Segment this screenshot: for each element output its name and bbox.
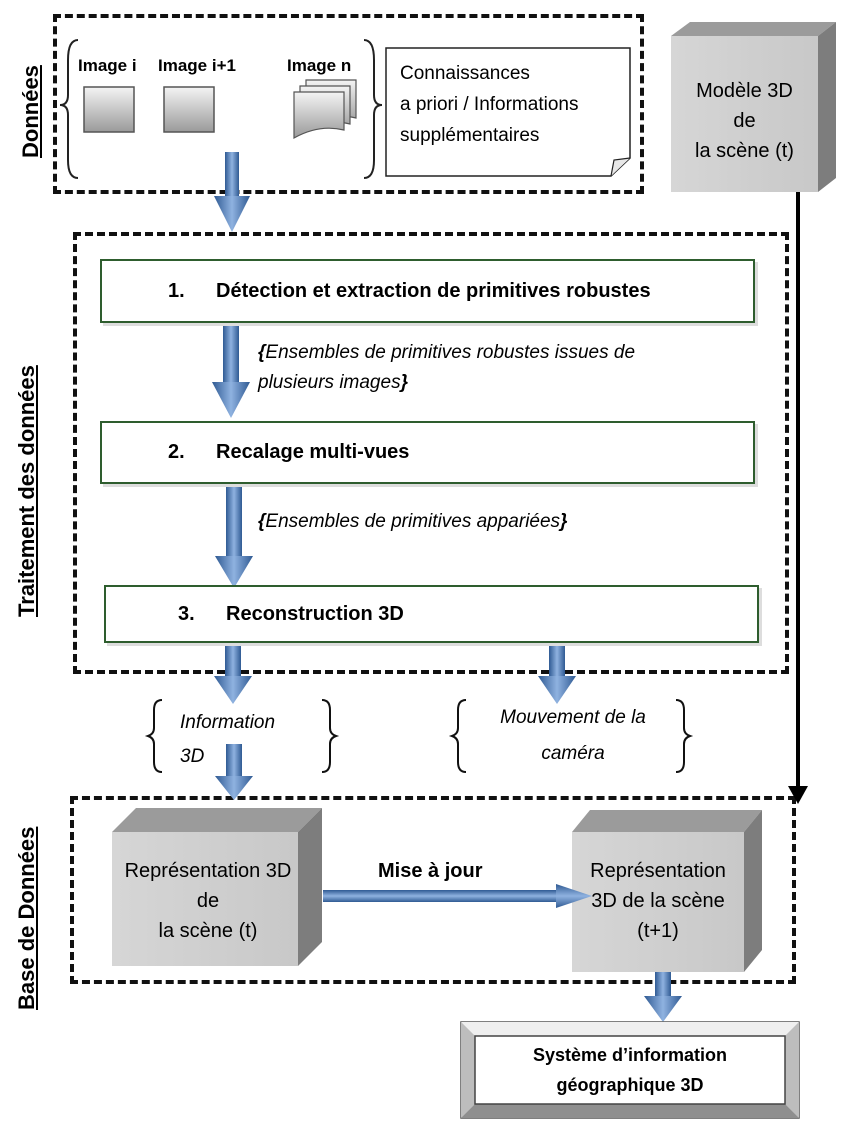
image-group-open-bracket (59, 39, 79, 179)
sig-text: Système d’information géographique 3D (475, 1040, 785, 1100)
arrow-step3-to-info3d (214, 644, 252, 704)
update-arrow (323, 884, 592, 908)
model-3d-line2: de (733, 110, 756, 132)
repr-t1-line2: 3D de la scène (591, 890, 725, 912)
step-1-detection: 1. Détection et extraction de primitives… (100, 259, 755, 323)
note2-text: Ensembles de primitives appariées (265, 511, 561, 532)
note-robust-primitives: {Ensembles de primitives robustes issues… (258, 339, 635, 397)
knowledge-line3: supplémentaires (400, 125, 540, 146)
base-donnees-group (70, 796, 796, 984)
model-3d-text: Modèle 3D de la scène (t) (671, 76, 818, 166)
repr-t-line3: la scène (t) (158, 920, 258, 942)
image-group-close-bracket (363, 39, 383, 179)
arrow-step3-to-camera (538, 646, 576, 704)
traitement-group (73, 232, 789, 674)
image-n-stack-icon (293, 79, 357, 140)
info3d-braces (144, 699, 340, 773)
sig-line2: géographique 3D (556, 1075, 704, 1095)
arrow-data-to-processing (214, 152, 250, 232)
step-2-label: Recalage multi-vues (216, 441, 410, 463)
arrow-step2-to-step3 (215, 486, 253, 588)
note1-line2: plusieurs images (258, 372, 401, 393)
info3d-line1: Information (180, 712, 276, 733)
camera-motion-text: Mouvement de la caméra (480, 700, 666, 772)
image-i1-icon (163, 86, 215, 133)
repr-t1-line3: (t+1) (637, 920, 679, 942)
knowledge-note (385, 47, 631, 177)
representation-t-text: Représentation 3D de la scène (t) (108, 856, 308, 946)
info3d-line2: 3D (180, 746, 205, 767)
image-i1-label: Image i+1 (158, 56, 236, 75)
note1-first-line: {Ensembles de primitives robustes issues… (258, 339, 635, 367)
image-n-label: Image n (287, 56, 352, 75)
knowledge-line1: Connaissances (400, 63, 530, 84)
step-2-number: 2. (168, 441, 185, 463)
representation-t1-box (572, 810, 762, 972)
repr-t-line2: de (196, 890, 220, 912)
camera-braces (448, 699, 694, 773)
representation-t-box (112, 808, 322, 966)
step-1-number: 1. (168, 279, 185, 302)
note2-close-brace: } (560, 511, 568, 532)
repr-t1-line1: Représentation (590, 860, 726, 882)
donnees-group (53, 14, 644, 194)
model-3d-line3: la scène (t) (695, 140, 794, 162)
knowledge-text: Connaissances a priori / Informations su… (400, 58, 578, 151)
info3d-text: Information 3D (180, 706, 275, 774)
arrow-step1-to-step2 (212, 324, 250, 418)
model-3d-line1: Modèle 3D (696, 80, 793, 102)
step-2-recalage: 2. Recalage multi-vues (100, 421, 755, 484)
model-3d-box (671, 22, 836, 192)
note1-line1: Ensembles de primitives robustes issues … (265, 342, 636, 363)
model-to-database-arrowhead (788, 786, 808, 804)
image-i-label: Image i (78, 56, 137, 75)
sig-line1: Système d’information (532, 1045, 728, 1065)
note1-open-brace: { (258, 342, 266, 363)
camera-line2: caméra (541, 743, 605, 764)
knowledge-line2: a priori / Informations (400, 94, 579, 115)
repr-t-line1: Représentation 3D (124, 860, 292, 882)
note2-open-brace: { (258, 511, 266, 532)
note1-second-line: plusieurs images} (258, 369, 635, 397)
sig-frame (460, 1021, 800, 1119)
step-1-label: Détection et extraction de primitives ro… (216, 279, 651, 302)
step-3-reconstruction: 3. Reconstruction 3D (104, 585, 759, 643)
representation-t1-text: Représentation 3D de la scène (t+1) (572, 856, 744, 946)
arrow-info3d-to-database (215, 744, 253, 800)
image-i-icon (83, 86, 135, 133)
step-3-label: Reconstruction 3D (226, 602, 404, 625)
update-label: Mise à jour (378, 860, 483, 882)
step-3-number: 3. (178, 602, 195, 625)
note1-close-brace: } (400, 372, 408, 393)
camera-line1: Mouvement de la (500, 707, 646, 728)
note-matched-primitives: {Ensembles de primitives appariées} (258, 508, 567, 536)
